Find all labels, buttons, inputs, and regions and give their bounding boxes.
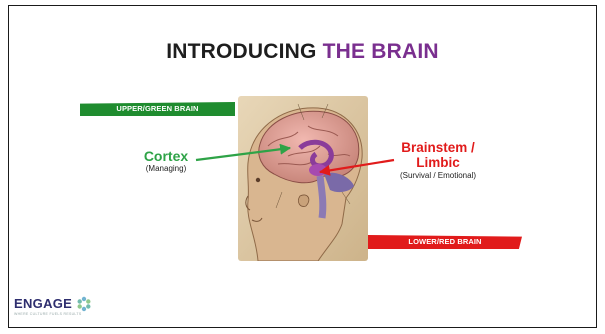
flower-icon [76, 296, 92, 312]
title-part-the-brain: THE BRAIN [323, 40, 439, 63]
brainstem-title-line2: Limbic [372, 155, 504, 170]
engage-logo: ENGAGE WHERE CULTURE FUELS RESULTS [14, 296, 81, 316]
title-part-introducing: INTRODUCING [166, 40, 316, 63]
brainstem-subtitle: (Survival / Emotional) [372, 171, 504, 180]
lower-red-brain-banner: LOWER/RED BRAIN [368, 235, 522, 249]
brainstem-label: Brainstem / Limbic (Survival / Emotional… [372, 140, 504, 180]
logo-word: ENGAGE [14, 296, 81, 311]
cortex-label: Cortex (Managing) [132, 148, 200, 173]
logo-tagline: WHERE CULTURE FUELS RESULTS [14, 312, 81, 316]
cortex-subtitle: (Managing) [132, 164, 200, 173]
upper-green-brain-banner: UPPER/GREEN BRAIN [80, 102, 235, 116]
cortex-title: Cortex [132, 148, 200, 164]
slide-title: INTRODUCING THE BRAIN [9, 40, 596, 64]
brainstem-title-line1: Brainstem / [372, 140, 504, 155]
brain-illustration-icon [238, 96, 368, 261]
